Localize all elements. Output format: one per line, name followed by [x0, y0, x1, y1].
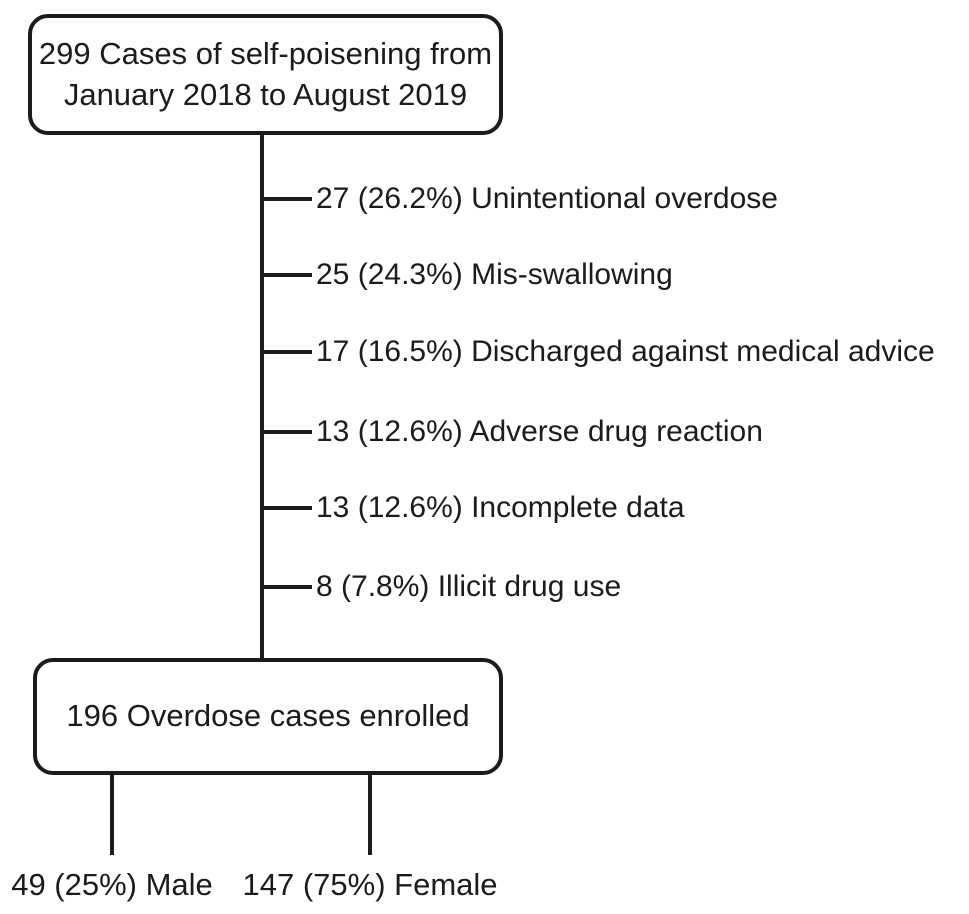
branch-tick [262, 430, 312, 434]
branch-tick [262, 197, 312, 201]
female-outcome-label: 147 (75%) Female [242, 867, 498, 902]
connector-line-main [260, 135, 264, 658]
branch-label-discharged-against-medical-advice: 17 (16.5%) Discharged against medical ad… [316, 335, 935, 368]
start-box-line2: January 2018 to August 2019 [63, 76, 468, 112]
branch-label-adverse-drug-reaction: 13 (12.6%) Adverse drug reaction [316, 415, 763, 448]
male-outcome-label: 49 (25%) Male [11, 867, 213, 902]
branch-label-incomplete-data: 13 (12.6%) Incomplete data [316, 491, 685, 524]
branch-label-illicit-drug-use: 8 (7.8%) Illicit drug use [316, 570, 622, 603]
branch-label-unintentional-overdose: 27 (26.2%) Unintentional overdose [316, 182, 778, 215]
connector-line-male [110, 775, 114, 855]
start-box: 299 Cases of self-poisening from January… [28, 14, 503, 135]
branch-tick [262, 506, 312, 510]
branch-tick [262, 273, 312, 277]
branch-tick [262, 350, 312, 354]
enrolled-box: 196 Overdose cases enrolled [33, 658, 503, 775]
branch-label-mis-swallowing: 25 (24.3%) Mis-swallowing [316, 258, 673, 291]
branch-tick [262, 585, 312, 589]
connector-line-female [368, 775, 372, 855]
enrolled-box-label: 196 Overdose cases enrolled [66, 698, 470, 734]
start-box-line1: 299 Cases of self-poisening from [38, 35, 493, 71]
